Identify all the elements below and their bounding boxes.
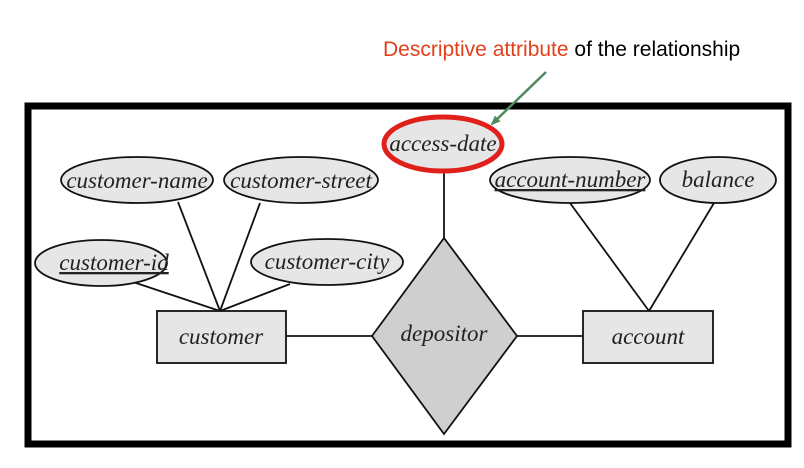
attr-customer-street-shape <box>223 156 379 204</box>
entity-account-shape <box>582 310 714 364</box>
attr-access-date-label: access-date <box>389 131 496 156</box>
annotation-text: Descriptive attribute of the relationshi… <box>383 38 740 62</box>
line-accountnumber-account <box>569 202 650 312</box>
line-balance-account <box>648 202 715 312</box>
line-name-customer <box>177 201 221 312</box>
relationship-depositor-shape <box>370 236 519 436</box>
entity-customer-label: customer <box>179 324 264 349</box>
attr-account-number-label: account-number <box>495 167 647 192</box>
attr-customer-city-shape <box>250 238 404 286</box>
entity-customer-shape <box>156 310 287 364</box>
attr-customer-name-label: customer-name <box>66 168 207 193</box>
line-city-customer <box>219 283 291 312</box>
attr-customer-id-label: customer-id <box>59 250 169 275</box>
line-street-customer <box>219 202 261 312</box>
line-id-customer <box>129 280 221 312</box>
attr-balance-shape <box>659 156 777 204</box>
attr-balance-label: balance <box>682 167 755 192</box>
annotation-rest: of the relationship <box>568 38 741 61</box>
attr-account-number-shape <box>489 156 651 204</box>
attr-customer-id-shape <box>34 239 168 287</box>
relationship-depositor-label: depositor <box>401 321 489 346</box>
attr-customer-name-shape <box>60 156 214 204</box>
attr-customer-street-label: customer-street <box>230 168 372 193</box>
attr-access-date-shape <box>381 114 505 174</box>
annotation-arrow <box>490 71 547 126</box>
annotation-highlight: Descriptive attribute <box>383 38 569 61</box>
diagram-frame <box>24 102 792 448</box>
connector-lines <box>129 172 715 337</box>
attr-customer-city-label: customer-city <box>265 249 391 274</box>
entity-account-label: account <box>612 324 685 349</box>
